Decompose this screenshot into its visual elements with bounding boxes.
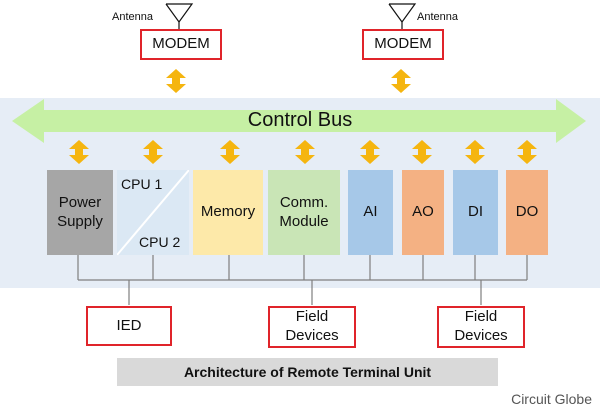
credit-text: Circuit Globe <box>511 391 592 407</box>
field-devices-box-2: Field Devices <box>437 306 525 348</box>
comm-module-bus-arrow <box>295 140 315 164</box>
field-devices-box-1: Field Devices <box>268 306 356 348</box>
cpu-module: CPU 1 CPU 2 <box>117 170 189 255</box>
field-wiring <box>77 255 528 305</box>
antenna-icon <box>165 3 194 29</box>
cpu-divider <box>117 170 189 255</box>
power-supply-bus-arrow <box>69 140 89 164</box>
modem-box-right: MODEM <box>362 29 444 60</box>
cpu1-label: CPU 1 <box>121 176 163 192</box>
di-module: DI <box>453 170 498 255</box>
memory-bus-arrow <box>220 140 240 164</box>
cpu-bus-arrow <box>143 140 163 164</box>
ai-module: AI <box>348 170 393 255</box>
control-bus-label: Control Bus <box>247 109 353 131</box>
cpu2-label: CPU 2 <box>139 234 181 250</box>
do-module: DO <box>506 170 548 255</box>
modem-box-left: MODEM <box>140 29 222 60</box>
modem-bus-arrow <box>166 69 186 93</box>
ao-module: AO <box>402 170 444 255</box>
do-bus-arrow <box>517 140 537 164</box>
modem-bus-arrow <box>391 69 411 93</box>
comm-module: Comm. Module <box>268 170 340 255</box>
ao-bus-arrow <box>412 140 432 164</box>
diagram-caption: Architecture of Remote Terminal Unit <box>117 358 498 386</box>
memory-module: Memory <box>193 170 263 255</box>
antenna-label-left: Antenna <box>112 11 153 23</box>
control-bus-arrow <box>12 99 586 143</box>
ai-bus-arrow <box>360 140 380 164</box>
power-supply-module: Power Supply <box>47 170 113 255</box>
antenna-label-right: Antenna <box>417 11 458 23</box>
ied-box: IED <box>86 306 172 346</box>
antenna-icon <box>388 3 417 29</box>
di-bus-arrow <box>465 140 485 164</box>
